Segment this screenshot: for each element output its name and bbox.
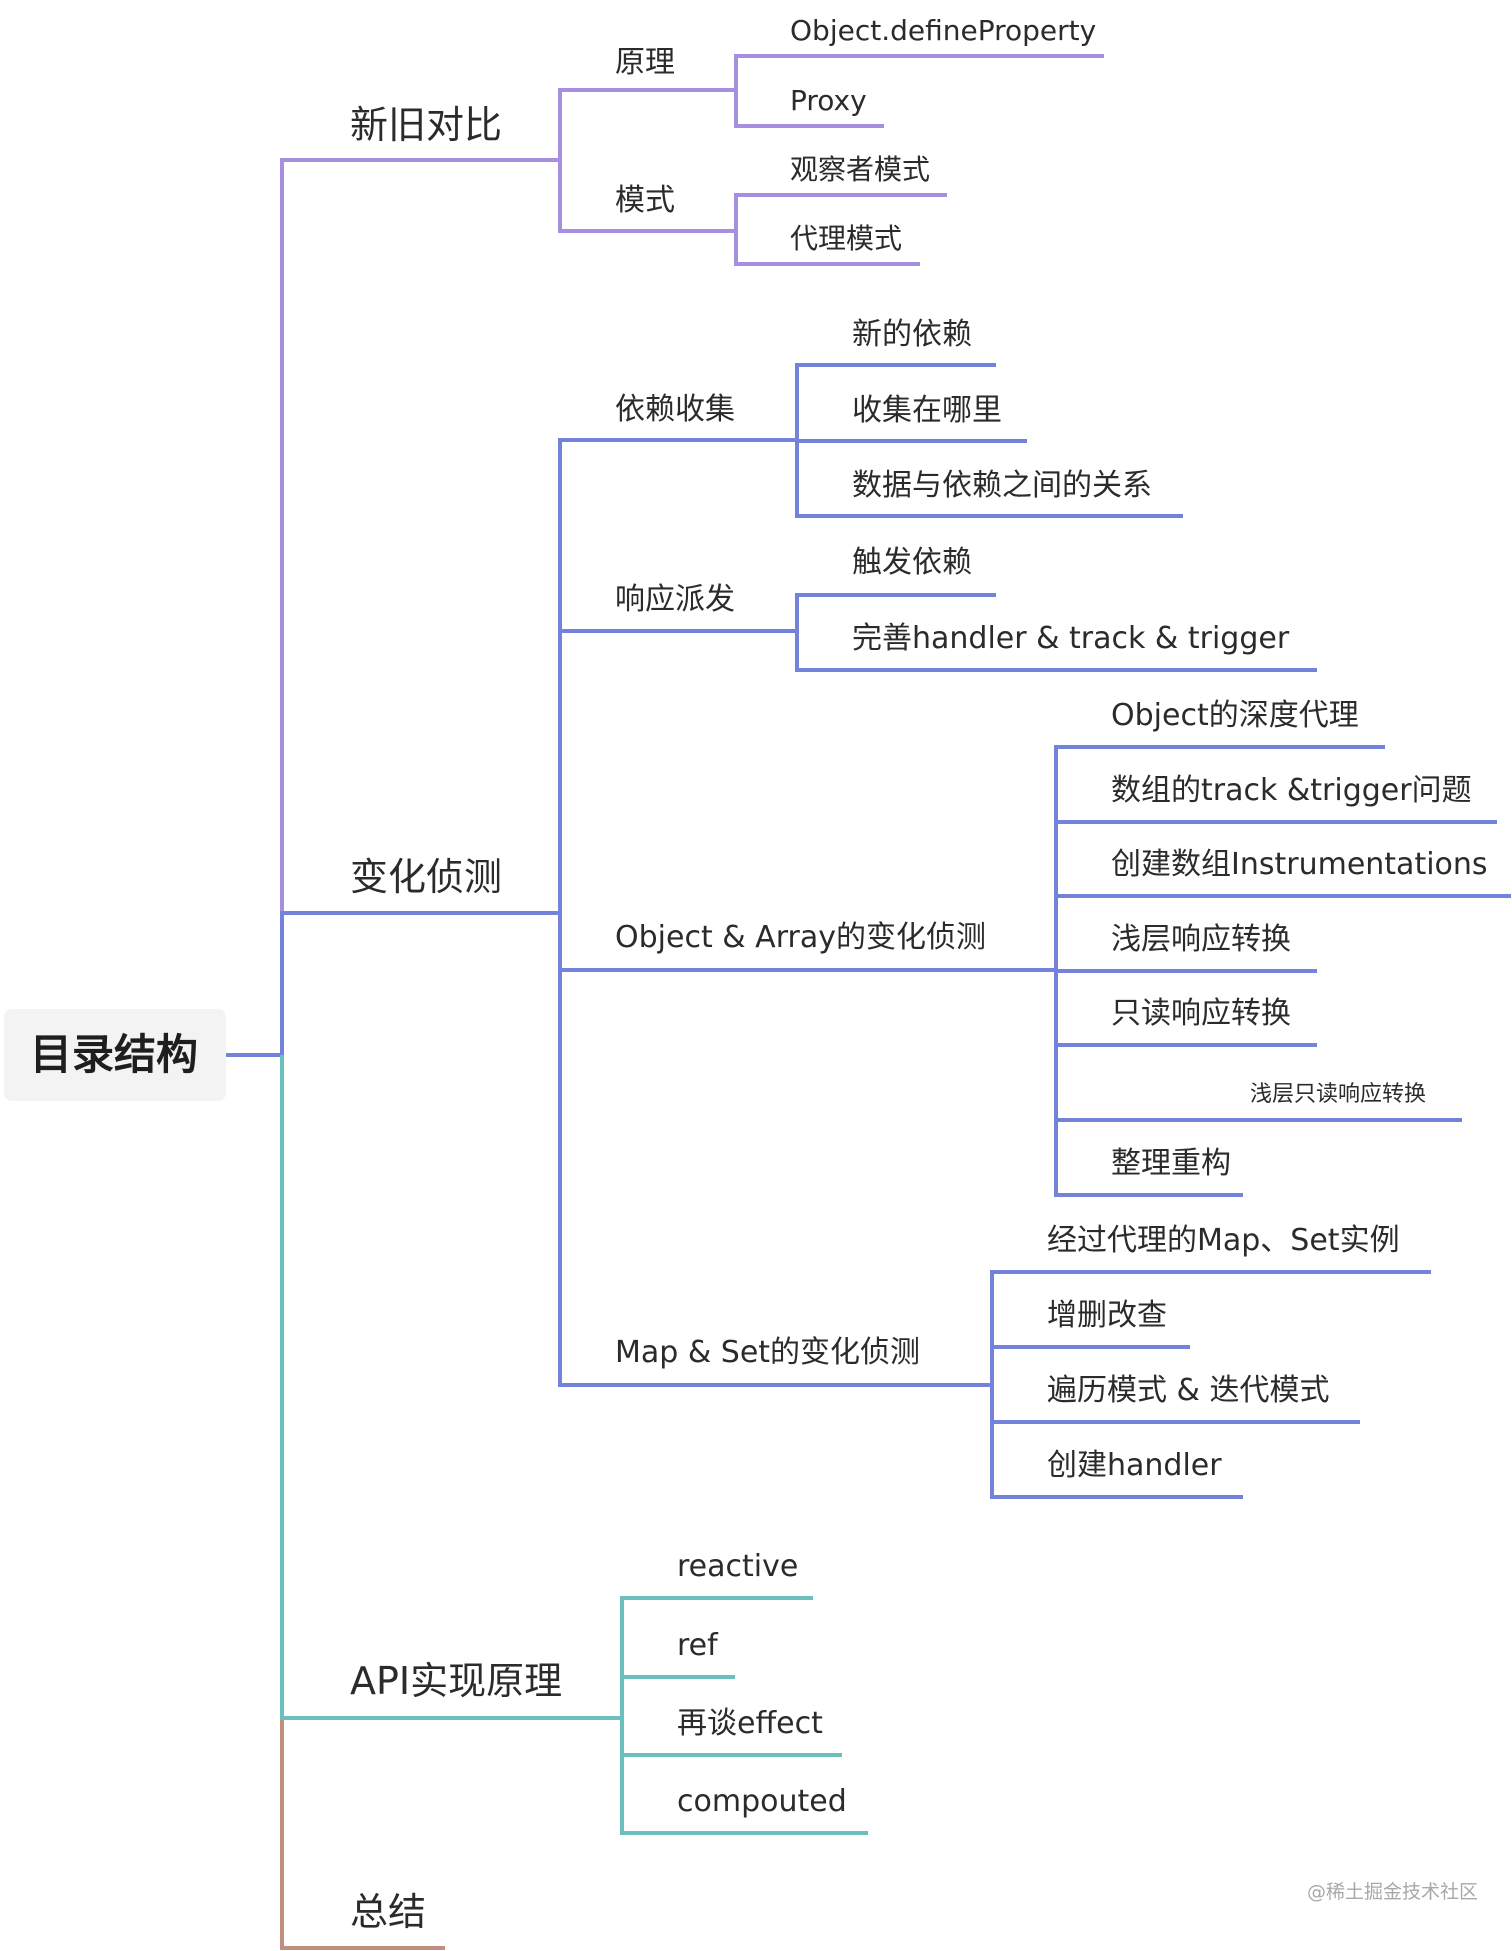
leaf-effect[interactable]: 再谈effect: [677, 1706, 823, 1741]
leaf-readonly[interactable]: 只读响应转换: [1111, 996, 1291, 1031]
branch-api-lines: [280, 1596, 868, 1835]
leaf-handler-track-trigger[interactable]: 完善handler & track & trigger: [852, 621, 1290, 656]
leaf-defineproperty[interactable]: Object.defineProperty: [790, 14, 1097, 47]
leaf-where-collect[interactable]: 收集在哪里: [852, 393, 1002, 428]
leaf-deep-proxy[interactable]: Object的深度代理: [1111, 698, 1359, 733]
node-dispatch[interactable]: 响应派发: [615, 582, 735, 617]
node-principle[interactable]: 原理: [615, 45, 675, 80]
leaf-array-track-trigger[interactable]: 数组的track &trigger问题: [1111, 773, 1472, 808]
leaf-shallow-reactive[interactable]: 浅层响应转换: [1111, 922, 1291, 957]
root-node[interactable]: [4, 1009, 226, 1101]
node-change-detection[interactable]: 变化侦测: [350, 855, 503, 899]
leaf-proxied-map-set[interactable]: 经过代理的Map、Set实例: [1047, 1223, 1400, 1258]
leaf-reactive[interactable]: reactive: [677, 1549, 799, 1584]
leaf-ref[interactable]: ref: [677, 1628, 718, 1663]
leaf-create-handler[interactable]: 创建handler: [1047, 1448, 1222, 1483]
leaf-proxy-pattern[interactable]: 代理模式: [790, 222, 903, 255]
leaf-refactor[interactable]: 整理重构: [1111, 1146, 1231, 1181]
node-pattern[interactable]: 模式: [615, 183, 675, 218]
node-compare[interactable]: 新旧对比: [350, 103, 503, 147]
leaf-computed[interactable]: compouted: [677, 1784, 847, 1819]
node-summary[interactable]: 总结: [350, 1890, 427, 1934]
leaf-shallow-readonly[interactable]: 浅层只读响应转换: [1250, 1082, 1427, 1107]
leaf-data-dep-relation[interactable]: 数据与依赖之间的关系: [852, 468, 1152, 503]
leaf-crud[interactable]: 增删改查: [1047, 1298, 1167, 1333]
leaf-new-dep[interactable]: 新的依赖: [852, 317, 972, 352]
leaf-proxy[interactable]: Proxy: [790, 84, 867, 117]
watermark: @稀土掘金技术社区: [1307, 1881, 1479, 1903]
node-object-array[interactable]: Object & Array的变化侦测: [615, 920, 986, 955]
branch-detect-lines: [280, 363, 1511, 1499]
leaf-array-instrumentations[interactable]: 创建数组Instrumentations: [1111, 847, 1488, 882]
leaf-iteration[interactable]: 遍历模式 & 迭代模式: [1047, 1373, 1330, 1408]
node-map-set[interactable]: Map & Set的变化侦测: [615, 1335, 921, 1370]
branch-compare-lines: [280, 54, 1104, 266]
root-label: 目录结构: [30, 1030, 199, 1079]
leaf-observer[interactable]: 观察者模式: [790, 153, 931, 186]
leaf-trigger-dep[interactable]: 触发依赖: [852, 545, 972, 580]
node-dep-collect[interactable]: 依赖收集: [615, 392, 735, 427]
node-api[interactable]: API实现原理: [350, 1659, 563, 1703]
